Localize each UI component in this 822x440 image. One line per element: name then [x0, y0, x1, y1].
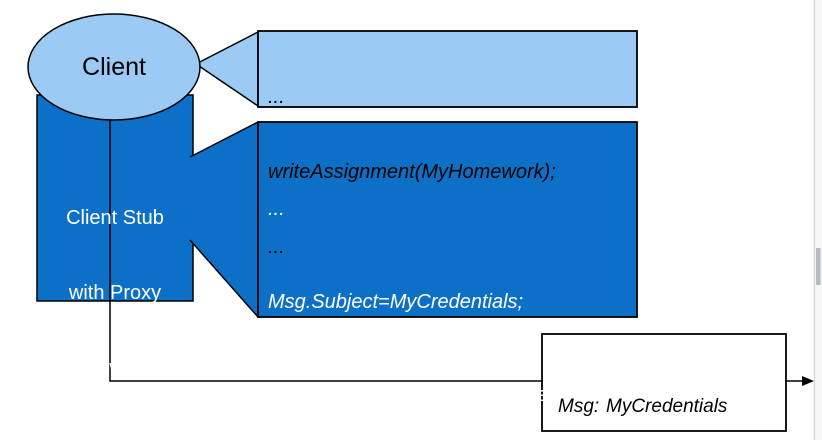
- client-code-callout-box: [257, 30, 638, 108]
- stub-code-callout-tail-bottom-edge: [189, 239, 259, 318]
- message-value: MyCredentials: [606, 396, 728, 417]
- message-box-text: Msg: MyCredentials writeAssignment_Id My…: [558, 342, 772, 440]
- client-stub-label-line: (here without: [57, 357, 173, 379]
- arrowhead-icon: [802, 376, 814, 386]
- stub-code-callout-box: [257, 121, 638, 318]
- client-code-line: ...: [268, 236, 285, 258]
- client-code-line: ...: [268, 86, 285, 108]
- stub-code-callout-tail-top-edge: [189, 121, 259, 158]
- client-stub-label-line: Client Stub: [66, 207, 164, 229]
- client-code-line: writeAssignment(MyHomework);: [268, 161, 556, 183]
- stub-code-callout-text: ... Msg.Subject=MyCredentials; Msg.Metho…: [268, 132, 598, 440]
- message-row: Msg: MyCredentials: [558, 394, 772, 420]
- client-code-callout-tail: [194, 30, 259, 108]
- message-label: Msg:: [558, 396, 600, 417]
- client-code-callout-text: ... writeAssignment(MyHomework); ...: [268, 35, 556, 310]
- client-stub-label-line: with Proxy: [68, 282, 162, 304]
- stub-code-line: Msg.Method_Id=writeAssignment_Id;: [268, 384, 598, 406]
- client-ellipse: [27, 13, 201, 121]
- stub-code-line: Msg.Subject=MyCredentials;: [268, 291, 524, 313]
- stub-code-callout-tail: [190, 122, 258, 317]
- scrollbar-track[interactable]: [815, 0, 822, 440]
- message-box: [541, 333, 787, 432]
- stub-code-line: ...: [268, 198, 285, 220]
- client-stub-box: [36, 94, 194, 302]
- scrollbar-thumb[interactable]: [816, 248, 821, 285]
- client-label: Client: [82, 53, 146, 81]
- client-stub-label-line: PEP and PDP): [37, 431, 193, 440]
- client-stub-label: Client Stub with Proxy (here without PEP…: [37, 156, 193, 440]
